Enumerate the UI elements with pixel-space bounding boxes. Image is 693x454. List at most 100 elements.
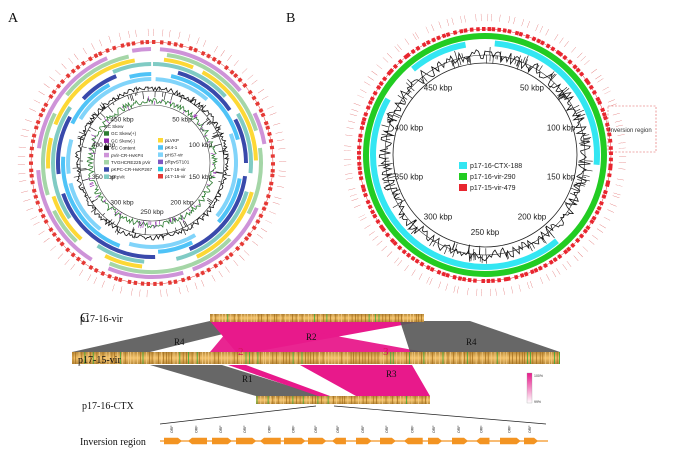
gene-label-b: —— bbox=[489, 13, 493, 21]
panel-c-label: C bbox=[80, 311, 89, 326]
track-bar-p17-15-vir bbox=[72, 352, 560, 364]
gc-spike-a bbox=[87, 122, 92, 125]
gc-spike-b bbox=[391, 119, 397, 122]
gc-spike-b bbox=[466, 56, 469, 62]
track-genes-p17-16-vir bbox=[210, 314, 422, 322]
gene-label-a: —— bbox=[97, 39, 104, 48]
legend-label-a: pLVKP bbox=[165, 138, 179, 143]
gene-label-b: —— bbox=[525, 282, 531, 290]
gc-spike-b bbox=[574, 183, 581, 187]
gc-spike-b bbox=[456, 58, 460, 67]
track-bar-p17-16-vir bbox=[210, 314, 424, 322]
gene-label-b: —— bbox=[570, 45, 578, 53]
gc-spike-b bbox=[563, 95, 567, 99]
gc-spike-b bbox=[563, 88, 570, 94]
gc-skew-spike-a bbox=[121, 106, 124, 109]
gene-label-a: —— bbox=[77, 268, 84, 277]
gc-spike-b bbox=[387, 116, 392, 120]
panel-a: A ——————————————————————————————————————… bbox=[8, 11, 287, 297]
legend-swatch-a bbox=[104, 167, 109, 172]
gene-label-a: —— bbox=[165, 289, 170, 297]
gene-label-a: —— bbox=[32, 220, 41, 227]
orf-label: ORF bbox=[195, 425, 199, 433]
gene-label-b: —— bbox=[396, 259, 404, 267]
gc-spike-b bbox=[392, 189, 401, 193]
track-label-p17-16-vir: p17-16-vir bbox=[80, 314, 123, 325]
orf-arrow bbox=[380, 437, 396, 445]
ring-b-gc-baseline bbox=[384, 54, 586, 256]
gc-skew-spike-a bbox=[158, 220, 161, 225]
gene-label-b: —— bbox=[375, 63, 383, 71]
gc-spike-b bbox=[467, 56, 470, 62]
gc-skew-spike-a bbox=[119, 216, 121, 218]
gc-spike-b bbox=[583, 134, 590, 137]
legend-swatch-a bbox=[158, 174, 163, 179]
gc-spike-b bbox=[469, 56, 472, 65]
gc-spike-a bbox=[216, 128, 222, 132]
gc-spike-a bbox=[91, 198, 99, 203]
gene-label-b: —— bbox=[356, 93, 365, 100]
gc-spike-a bbox=[181, 94, 183, 98]
gene-label-b: —— bbox=[368, 229, 377, 237]
legend-label-a: pK4-1 bbox=[165, 145, 178, 150]
gc-spike-b bbox=[393, 193, 401, 197]
gene-label-b: —— bbox=[544, 28, 551, 37]
gene-label-a: —— bbox=[118, 286, 124, 294]
gc-spike-a bbox=[101, 102, 106, 109]
gc-skew-spike-a bbox=[169, 100, 172, 104]
gc-spike-b bbox=[386, 120, 391, 123]
gene-label-b: —— bbox=[346, 125, 354, 130]
gc-spike-a bbox=[207, 120, 211, 124]
gene-label-b: —— bbox=[601, 85, 610, 92]
ring-a-track-1-seg bbox=[246, 147, 263, 215]
region-label-r2: R2 bbox=[306, 332, 317, 342]
gene-label-a: —— bbox=[56, 252, 64, 260]
gc-skew-spike-a bbox=[198, 203, 201, 206]
ring-a-track-3-seg bbox=[175, 191, 249, 261]
gc-skew-spike-a bbox=[197, 123, 200, 125]
gene-label-a: —— bbox=[37, 229, 46, 236]
gc-spike-a bbox=[206, 199, 212, 204]
gene-label-a: —— bbox=[273, 121, 281, 127]
ring-a-track-4-seg bbox=[81, 74, 118, 101]
gc-spike-a bbox=[163, 92, 166, 100]
gc-spike-a bbox=[81, 146, 87, 149]
gc-spike-a bbox=[208, 202, 211, 205]
gene-label-a: —— bbox=[129, 288, 134, 296]
gene-label-b: —— bbox=[590, 67, 598, 75]
gene-label-a: —— bbox=[195, 36, 201, 45]
gc-spike-b bbox=[516, 60, 519, 67]
gene-label-a: —— bbox=[241, 67, 249, 75]
gc-spike-a bbox=[88, 120, 93, 124]
gc-spike-b bbox=[420, 78, 426, 85]
tick-label-b: 50 kbp bbox=[520, 83, 545, 92]
tick-label-a: 450 kbp bbox=[110, 117, 134, 124]
gene-label-a: —— bbox=[232, 259, 240, 267]
gc-spike-b bbox=[395, 196, 400, 200]
gc-spike-a bbox=[77, 137, 84, 141]
gene-label-b: —— bbox=[565, 260, 573, 268]
gene-label-b: —— bbox=[612, 111, 620, 117]
tick-label-b: 250 kbp bbox=[471, 228, 500, 237]
gc-spike-b bbox=[385, 184, 390, 187]
gc-skew-spike-a bbox=[181, 215, 183, 217]
gene-label-a: —— bbox=[29, 214, 38, 221]
gc-spike-b bbox=[461, 53, 464, 58]
gene-label-a: —— bbox=[146, 29, 150, 37]
gc-spike-b bbox=[558, 94, 566, 101]
gc-skew-spike-a bbox=[194, 114, 198, 119]
gc-spike-b bbox=[382, 130, 388, 133]
gene-label-a: —— bbox=[212, 45, 219, 54]
gene-label-b: —— bbox=[465, 287, 470, 295]
gc-spike-b bbox=[469, 253, 471, 262]
gc-spike-b bbox=[563, 201, 572, 206]
gene-label-b: —— bbox=[430, 24, 437, 33]
legend-label-a: pKPC-CR-HvKP267 bbox=[111, 167, 153, 172]
gc-spike-b bbox=[578, 142, 585, 144]
gc-spike-a bbox=[90, 208, 97, 213]
gc-spike-a bbox=[223, 153, 229, 155]
legend-label-a: pHS7-vir bbox=[165, 152, 183, 157]
legend-label-a: pRpvST101 bbox=[165, 160, 190, 165]
